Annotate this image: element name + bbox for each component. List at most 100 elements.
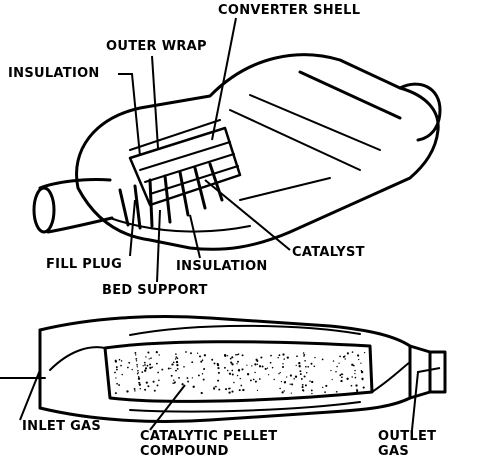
pellet-dot — [155, 351, 158, 354]
pellet-dot — [175, 360, 179, 364]
pellet-dot — [336, 365, 338, 368]
pellet-dot — [137, 377, 141, 380]
pellet-dot — [114, 360, 118, 363]
pellet-dot — [230, 361, 233, 364]
pellet-dot — [231, 390, 234, 393]
pellet-dot — [313, 365, 316, 368]
pellet-dot — [178, 377, 180, 379]
label-outlet-gas-line1: OUTLET — [378, 429, 437, 444]
pellet-dot — [293, 378, 295, 380]
pellet-dot — [346, 377, 349, 380]
pellet-dot — [172, 382, 174, 384]
label-outlet-gas-line2: GAS — [378, 444, 409, 459]
pellet-dot — [283, 381, 287, 384]
pellet-dot — [294, 375, 298, 378]
pellet-dot — [301, 386, 304, 389]
leader-fill-plug — [129, 199, 136, 257]
pellet-dot — [215, 385, 217, 388]
pellet-dot — [286, 376, 288, 378]
pellet-dot — [114, 371, 116, 374]
pellet-dot — [136, 363, 138, 366]
leader-catalyst — [204, 179, 291, 251]
pellet-dot — [307, 365, 310, 368]
pellet-dot — [213, 387, 216, 390]
pellet-dot — [360, 370, 364, 374]
pellet-dot — [279, 387, 281, 390]
pellet-dot — [258, 365, 262, 368]
pellet-dot — [116, 382, 118, 385]
catalytic-pellets — [114, 351, 366, 395]
pellet-dot — [167, 367, 170, 370]
pellet-dot — [237, 360, 239, 363]
pellet-dot — [223, 354, 227, 357]
leader-insulation-bottom — [189, 214, 201, 259]
pellet-dot — [357, 354, 360, 357]
pellet-dot — [174, 358, 177, 360]
pellet-dot — [236, 353, 238, 356]
pellet-dot — [144, 369, 147, 372]
pellet-dot — [158, 354, 160, 356]
pellet-dot — [264, 367, 267, 370]
pellet-dot — [321, 358, 324, 361]
pellet-dot — [278, 372, 280, 375]
label-inlet-gas: INLET GAS — [22, 419, 102, 434]
leader-lines-bottom — [19, 367, 441, 431]
pellet-dot — [330, 369, 332, 372]
pellet-dot — [282, 353, 285, 356]
cutaway-section — [128, 126, 242, 207]
pellet-dot — [235, 354, 237, 356]
pellet-dot — [352, 364, 355, 367]
pellet-dot — [192, 385, 195, 388]
pellet-dot — [286, 356, 289, 359]
pellet-dot — [351, 376, 353, 378]
pellet-dot — [335, 390, 338, 393]
pellet-dot — [358, 358, 360, 361]
pellet-dot — [228, 372, 232, 375]
pellet-dot — [128, 361, 131, 364]
pellet-dot — [120, 364, 122, 367]
pellet-dot — [196, 352, 199, 354]
pellet-dot — [346, 352, 349, 355]
pellet-dot — [269, 361, 272, 364]
pellet-dot — [217, 371, 220, 374]
leader-bed-support — [156, 209, 161, 283]
pellet-dot — [147, 351, 150, 354]
pellet-dot — [338, 362, 340, 364]
outer-wrap-layer — [139, 141, 231, 171]
pellet-dot — [147, 385, 150, 388]
pellet-dot — [236, 363, 238, 365]
pellet-dot — [231, 373, 234, 376]
pellet-dot — [270, 354, 272, 357]
pellet-dot — [305, 371, 308, 374]
pellet-dot — [277, 356, 279, 359]
pellet-dot — [246, 364, 248, 366]
pellet-dot — [298, 362, 301, 365]
pellet-dot — [256, 363, 259, 365]
pellet-dot — [251, 365, 253, 367]
shell-rib — [249, 94, 381, 151]
pellet-dot — [233, 381, 235, 384]
pellet-dot — [351, 351, 354, 353]
pellet-dot — [356, 388, 358, 391]
pellet-dot — [191, 361, 194, 364]
pellet-dot — [260, 356, 263, 359]
pellet-dot — [185, 351, 187, 353]
pellet-dot — [303, 355, 305, 357]
pellet-dot — [229, 387, 231, 390]
pellet-dot — [175, 369, 177, 372]
pellet-dot — [304, 359, 306, 362]
flow-deflector-right — [371, 361, 411, 393]
pellet-dot — [203, 368, 206, 370]
pellet-dot — [131, 368, 133, 371]
pellet-dot — [161, 368, 164, 371]
label-catalytic-pellet-line2: COMPOUND — [140, 444, 229, 459]
pellet-dot — [173, 379, 175, 381]
pellet-dot — [342, 355, 345, 358]
label-insulation-bottom: INSULATION — [176, 259, 268, 274]
pellet-dot — [289, 383, 291, 385]
label-catalytic-pellet-line1: CATALYTIC PELLET — [140, 429, 278, 444]
pellet-dot — [202, 378, 205, 381]
pellet-dot — [280, 380, 283, 383]
pellet-dot — [126, 390, 129, 393]
pellet-dot — [301, 384, 304, 386]
